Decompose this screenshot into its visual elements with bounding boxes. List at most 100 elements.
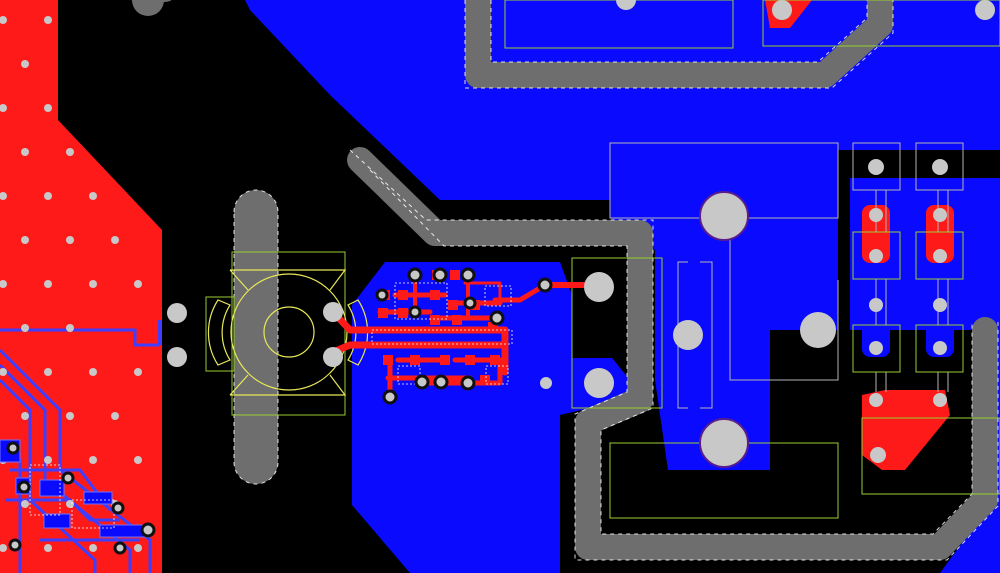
pad	[870, 447, 886, 463]
silkscreen-component	[207, 269, 369, 396]
pad	[584, 368, 614, 398]
footprint-transistor-body	[729, 218, 839, 381]
thermal-via	[21, 500, 29, 508]
bottom-copper-pad-block-2	[926, 295, 954, 357]
pad	[699, 191, 749, 241]
footprint-res-2-mid	[915, 231, 964, 280]
thermal-via	[21, 236, 29, 244]
bottom-copper-pour-upper	[245, 0, 1000, 470]
smd-outlines	[371, 282, 513, 385]
footprint-top-slot	[504, 0, 734, 49]
thermal-via	[0, 544, 7, 552]
thermal-via	[134, 544, 142, 552]
thermal-via	[44, 104, 52, 112]
smd-cluster-left	[0, 439, 156, 555]
thermal-via	[66, 500, 74, 508]
pad	[772, 0, 792, 20]
top-copper-pour-left	[0, 0, 162, 573]
thermal-via	[0, 192, 7, 200]
thermal-via	[21, 148, 29, 156]
via	[433, 374, 449, 390]
bottom-copper-layer	[245, 0, 1000, 573]
thermal-via	[44, 544, 52, 552]
top-copper-pad-block-1	[862, 205, 890, 263]
thermal-via	[0, 280, 7, 288]
keepout-diagonal-slot	[347, 147, 998, 560]
pad	[932, 159, 948, 175]
footprint-center-block	[231, 251, 346, 416]
pad	[869, 341, 883, 355]
thermal-via	[134, 368, 142, 376]
through-hole-pads	[132, 0, 995, 468]
pad	[673, 320, 703, 350]
via	[460, 267, 476, 283]
pad	[869, 249, 883, 263]
pad	[323, 347, 343, 367]
thermal-via	[44, 192, 52, 200]
via	[460, 375, 476, 391]
footprint-res-2-top	[915, 142, 964, 191]
thermal-via	[44, 280, 52, 288]
thermal-via	[134, 280, 142, 288]
pad	[869, 298, 883, 312]
pad	[132, 0, 164, 16]
via	[537, 277, 553, 293]
thermal-via	[89, 280, 97, 288]
pad	[800, 312, 836, 348]
thermal-via	[134, 456, 142, 464]
bottom-copper-pour-transistor	[610, 143, 838, 470]
thermal-via	[89, 456, 97, 464]
keepout-dashes	[233, 0, 999, 561]
thermal-via	[89, 192, 97, 200]
pad	[167, 303, 187, 323]
footprint-left-connector	[205, 296, 235, 372]
footprint-jumper	[571, 257, 663, 409]
via-layer	[375, 267, 553, 405]
thermal-via	[111, 412, 119, 420]
bottom-copper-pad-block-1	[862, 295, 890, 357]
via	[432, 267, 448, 283]
via	[489, 310, 505, 326]
pad	[699, 418, 749, 468]
pad	[869, 208, 883, 222]
thermal-via	[44, 456, 52, 464]
footprint-res-2-low	[915, 324, 964, 373]
pad	[616, 0, 636, 10]
keepout-layer	[131, 0, 998, 560]
thermal-via	[89, 544, 97, 552]
pad	[584, 272, 614, 302]
via	[540, 377, 552, 389]
footprint-top-right	[762, 0, 1000, 47]
thermal-via	[0, 368, 7, 376]
thermal-via	[44, 368, 52, 376]
thermal-via	[21, 324, 29, 332]
pad	[868, 159, 884, 175]
via	[414, 374, 430, 390]
top-copper-pad-block-2	[926, 205, 954, 263]
via	[463, 296, 477, 310]
thermal-via	[66, 412, 74, 420]
thermal-via-grid	[0, 16, 142, 552]
thermal-via	[44, 16, 52, 24]
bottom-copper-pour-right	[800, 178, 1000, 573]
via	[375, 288, 389, 302]
inductor-outline-outer	[230, 273, 348, 391]
pad	[933, 249, 947, 263]
via	[382, 389, 398, 405]
pad	[869, 393, 883, 407]
thermal-via	[89, 368, 97, 376]
via	[407, 267, 423, 283]
pad	[167, 347, 187, 367]
footprint-heatsink	[861, 417, 1000, 495]
pad	[975, 0, 995, 20]
thermal-via	[66, 324, 74, 332]
pad	[323, 302, 343, 322]
bottom-copper-pour-center	[352, 262, 630, 573]
thermal-via	[111, 236, 119, 244]
pad	[933, 393, 947, 407]
thermal-via	[21, 412, 29, 420]
thermal-via	[0, 16, 7, 24]
thermal-via	[0, 104, 7, 112]
silkscreen-footprints	[205, 0, 1000, 519]
